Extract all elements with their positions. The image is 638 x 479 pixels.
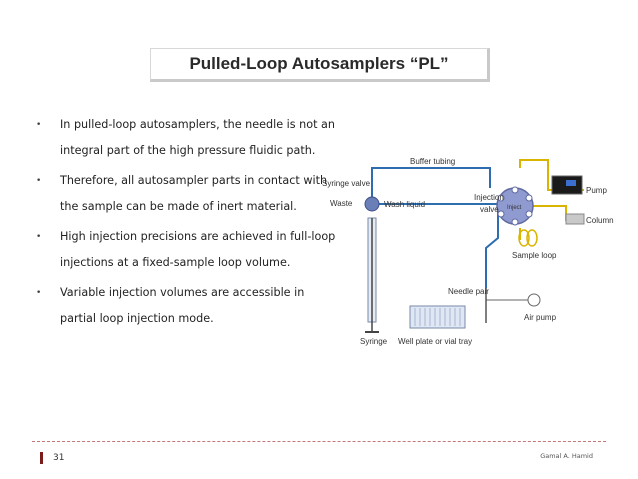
valve-port — [497, 210, 505, 218]
sample-loop-coil — [526, 229, 538, 247]
label-inject: Inject — [507, 205, 522, 211]
buffer-tubing-line — [371, 167, 491, 204]
bullet-text: In pulled-loop autosamplers, the needle … — [60, 118, 335, 157]
label-pump: Pump — [586, 186, 607, 195]
author-name: Gamal A. Hamid — [540, 452, 593, 460]
bullet-text: Variable injection volumes are accessibl… — [60, 286, 305, 325]
bullet-dot-icon: • — [36, 176, 42, 186]
label-column: Column — [586, 216, 614, 225]
bullet-text: Therefore, all autosampler parts in cont… — [60, 174, 328, 213]
footer-divider — [32, 441, 606, 442]
autosampler-diagram: Buffer tubing Syringe valve Waste Wash l… — [322, 157, 614, 346]
page-number: 31 — [40, 452, 64, 464]
valve-port — [525, 194, 533, 202]
bullet-dot-icon: • — [36, 288, 42, 298]
title-box: Pulled-Loop Autosamplers “PL” — [150, 48, 490, 82]
bullet-item: • Variable injection volumes are accessi… — [36, 280, 336, 332]
bullet-item: • Therefore, all autosampler parts in con… — [36, 168, 336, 220]
well-plate — [409, 305, 466, 329]
label-buffer-tubing: Buffer tubing — [410, 157, 455, 166]
bullet-dot-icon: • — [36, 120, 42, 130]
bullet-list: • In pulled-loop autosamplers, the needle… — [36, 112, 336, 336]
column-box — [565, 213, 585, 225]
needle-tubing-line — [485, 204, 499, 288]
valve-port — [511, 186, 519, 194]
label-needle-pair: Needle pair — [448, 287, 489, 296]
bullet-dot-icon: • — [36, 232, 42, 242]
label-air-pump: Air pump — [524, 313, 557, 322]
label-waste: Waste — [330, 199, 353, 208]
label-sample-loop: Sample loop — [512, 251, 557, 260]
bullet-item: • High injection precisions are achieved … — [36, 224, 336, 276]
valve-port — [511, 218, 519, 226]
sample-loop-coil — [518, 229, 530, 247]
valve-port — [497, 194, 505, 202]
label-well-plate: Well plate or vial tray — [398, 337, 472, 346]
valve-port — [525, 210, 533, 218]
label-syringe-valve: Syringe valve — [322, 179, 371, 188]
bullet-item: • In pulled-loop autosamplers, the needle… — [36, 112, 336, 164]
label-wash-liquid: Wash liquid — [384, 200, 425, 209]
pump-screen — [566, 180, 576, 186]
slide-title: Pulled-Loop Autosamplers “PL” — [189, 54, 449, 73]
air-pump — [527, 293, 541, 307]
label-syringe: Syringe — [360, 337, 388, 346]
label-valve: valve — [480, 205, 499, 214]
label-injection: Injection — [474, 193, 504, 202]
bullet-text: High injection precisions are achieved i… — [60, 230, 336, 269]
well-plate-wells — [414, 308, 461, 326]
syringe-valve — [364, 196, 380, 212]
